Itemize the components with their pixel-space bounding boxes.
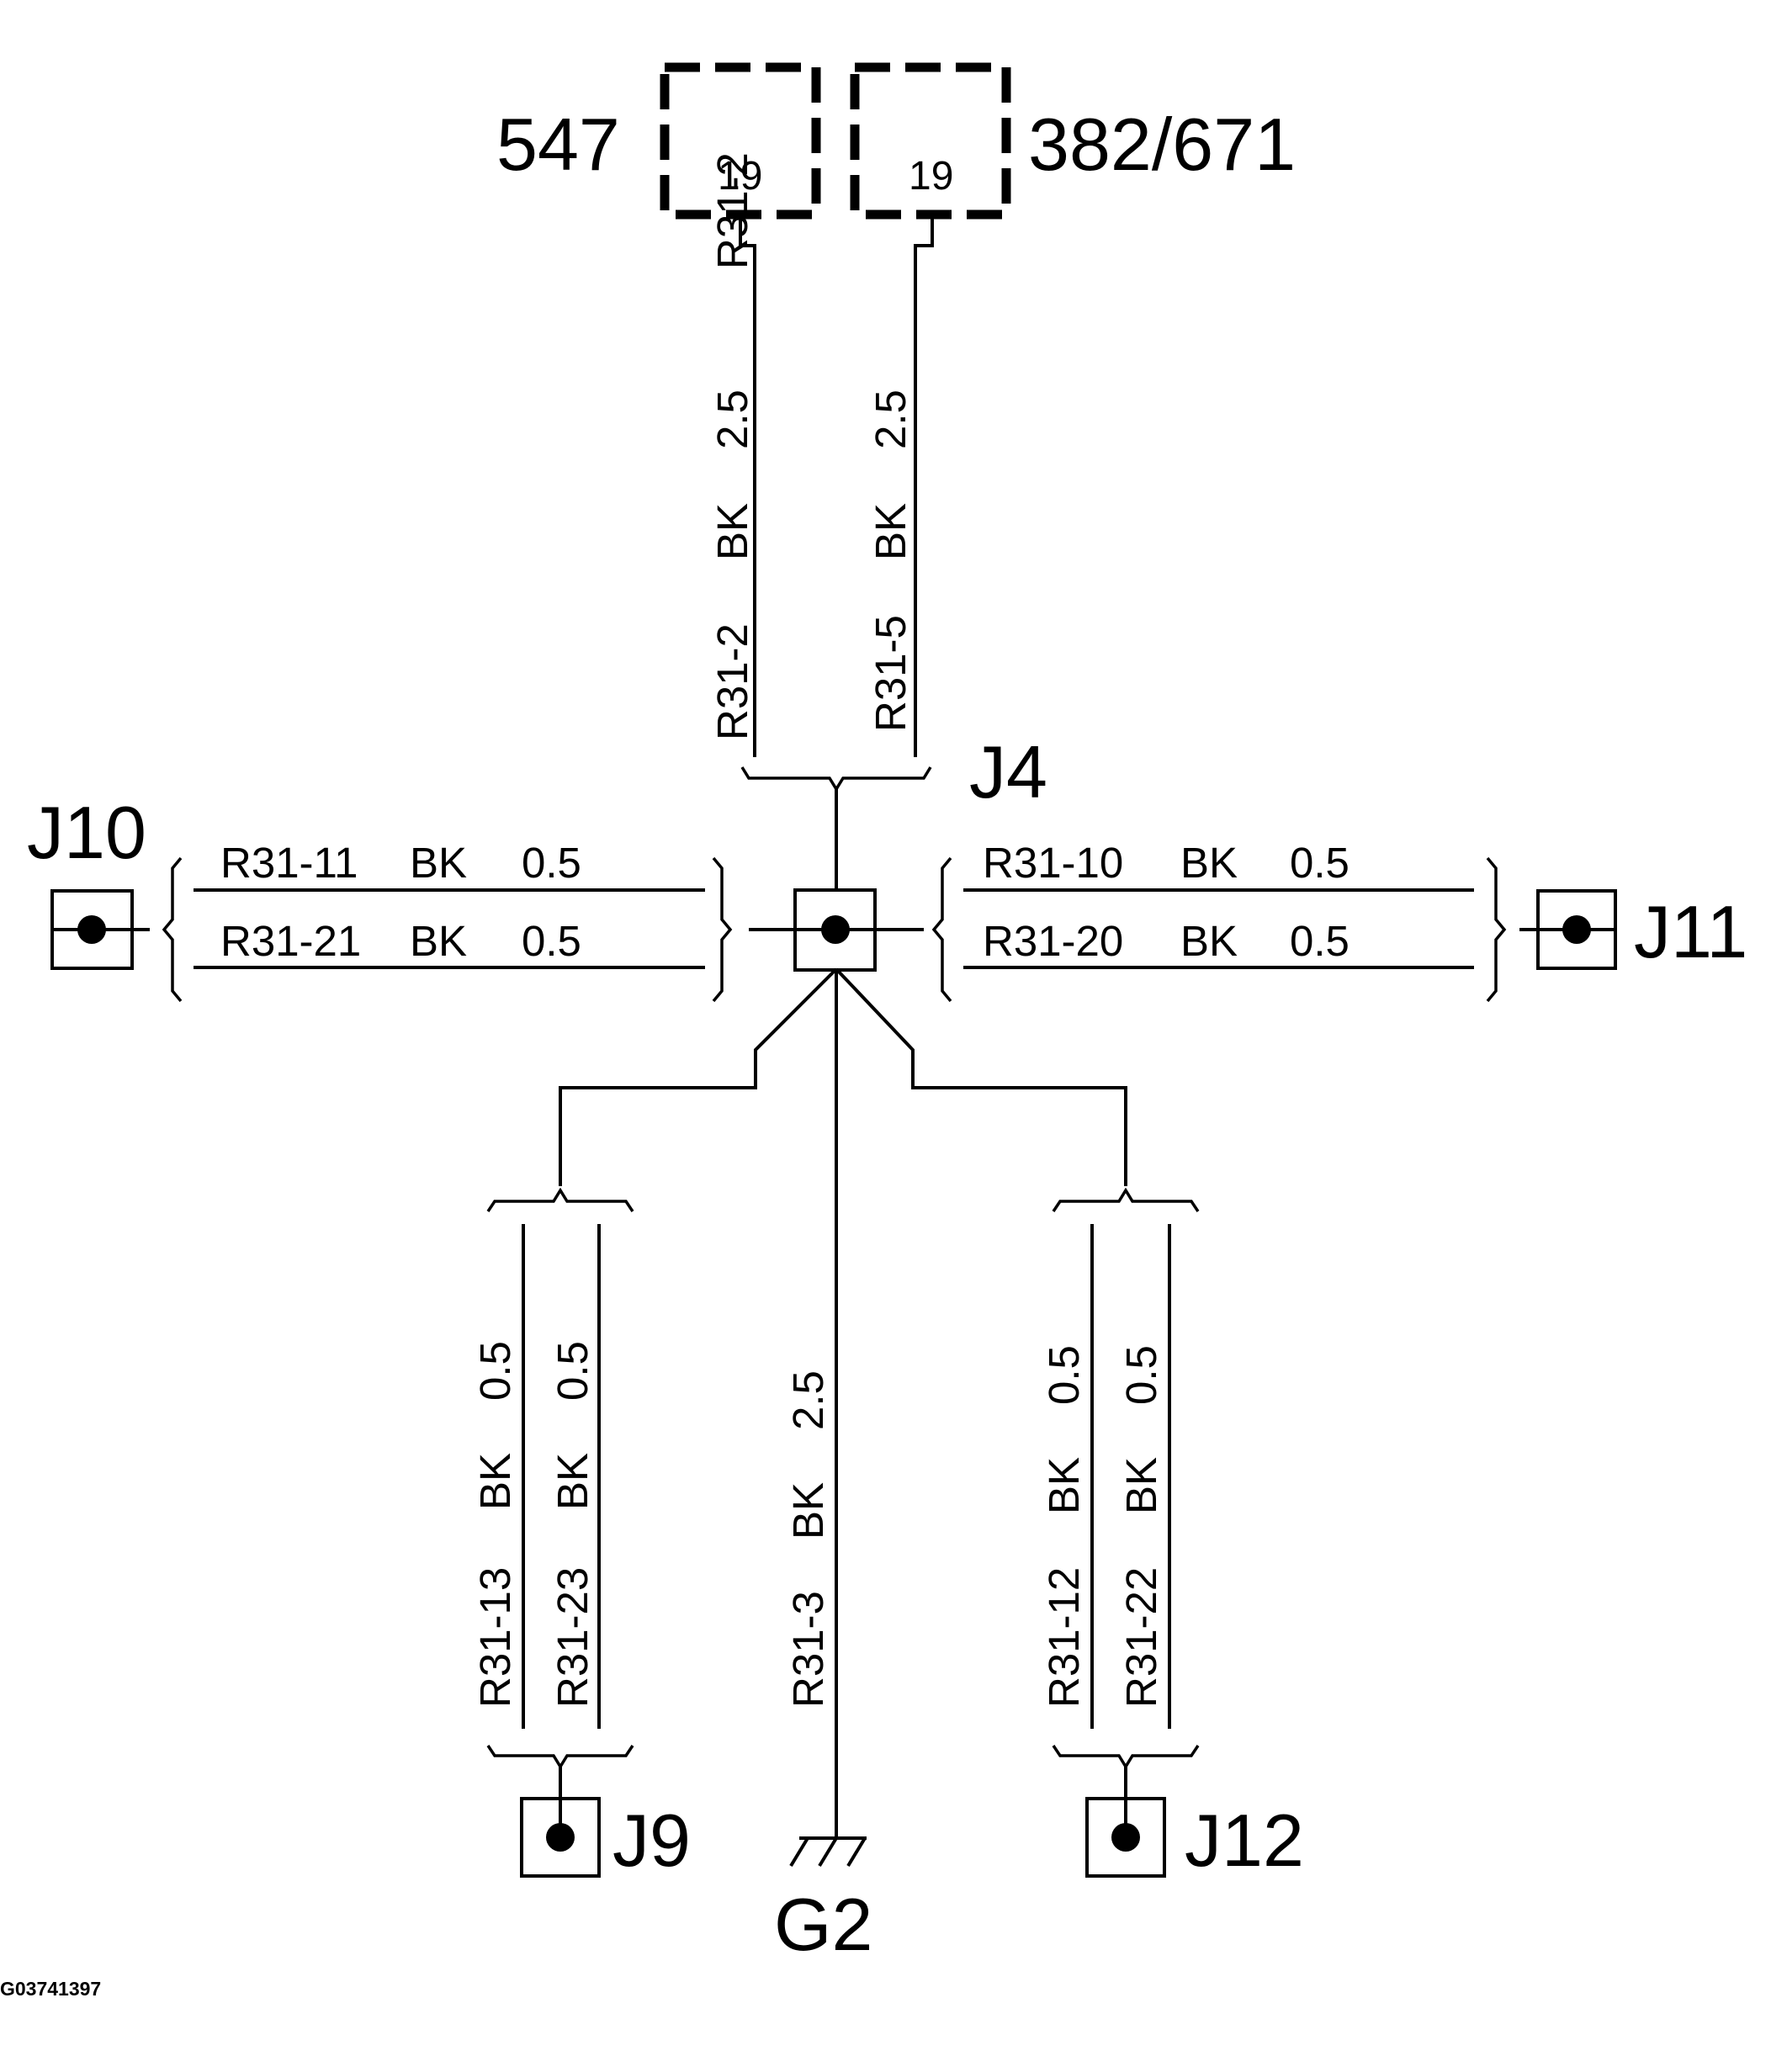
label-r31-12-color: BK: [1040, 1457, 1088, 1514]
splice-j12-dot: [1111, 1823, 1140, 1852]
splice-j10-dot: [77, 915, 106, 944]
svg-text:R31-10: R31-10: [983, 839, 1123, 887]
label-r31-3-circuit: R31-3: [784, 1591, 832, 1708]
svg-text:BK: BK: [410, 917, 467, 965]
splice-j11-label: J11: [1634, 890, 1747, 973]
label-r31-2-circuit: R31-2: [708, 623, 756, 740]
label-r31-12-size: 0.5: [1040, 1345, 1088, 1405]
svg-text:BK: BK: [1180, 839, 1238, 887]
brace-bl-top: [486, 1187, 634, 1212]
svg-text:R31-21: R31-21: [220, 917, 361, 965]
splice-j12-label: J12: [1185, 1799, 1304, 1882]
label-r31-5-size: 2.5: [867, 389, 915, 449]
label-r31-20: R31-20 BK 0.5: [983, 917, 1350, 965]
splice-j11-dot: [1562, 915, 1591, 944]
label-r31-22-color: BK: [1117, 1457, 1165, 1514]
splice-j12: [1085, 1797, 1166, 1878]
splice-j9-label: J9: [612, 1799, 691, 1882]
svg-text:0.5: 0.5: [522, 917, 581, 965]
ground-hatch-3: [846, 1836, 867, 1868]
branch-right: [835, 967, 1127, 1186]
component-547-pin: 19: [718, 154, 762, 199]
brace-left-outer: [162, 856, 183, 1003]
svg-text:R31-11: R31-11: [220, 839, 358, 887]
ground-g2-label: G2: [774, 1883, 872, 1966]
label-r31-13-size: 0.5: [471, 1341, 519, 1401]
label-r31-2-size: 2.5: [708, 389, 756, 449]
brace-br-bottom: [1052, 1745, 1200, 1770]
brace-right-inner: [931, 856, 952, 1003]
label-r31-12-circuit: R31-12: [1040, 1567, 1088, 1708]
label-r31-10: R31-10 BK 0.5: [983, 839, 1350, 887]
branch-left: [559, 967, 838, 1186]
figure-id: G03741397: [0, 1978, 101, 2000]
svg-text:0.5: 0.5: [522, 839, 581, 887]
brace-top: [740, 766, 932, 792]
label-r31-11: R31-11 BK 0.5: [220, 839, 581, 887]
component-382-671-label: 382/671: [1028, 103, 1296, 186]
label-r31-2: R31-2: [708, 152, 756, 269]
splice-j10: [50, 889, 150, 970]
label-r31-21: R31-21 BK 0.5: [220, 917, 581, 965]
label-r31-13-circuit: R31-13: [471, 1567, 519, 1708]
label-r31-2-color: BK: [708, 503, 756, 560]
label-r31-23-color: BK: [549, 1453, 597, 1510]
splice-j4: [749, 888, 924, 972]
ground-hatch-1: [789, 1836, 809, 1868]
splice-j10-label: J10: [27, 791, 146, 874]
brace-bl-bottom: [486, 1745, 634, 1770]
splice-j9-dot: [546, 1823, 575, 1852]
svg-text:R31-2: R31-2: [708, 152, 756, 269]
component-382-671: 382/671 19: [850, 62, 1296, 220]
svg-text:R31-20: R31-20: [983, 917, 1123, 965]
label-r31-13-color: BK: [471, 1453, 519, 1510]
brace-br-top: [1052, 1187, 1200, 1212]
splice-j4-label: J4: [969, 730, 1047, 813]
label-r31-5-color: BK: [867, 503, 915, 560]
label-r31-3-color: BK: [784, 1482, 832, 1539]
splice-j9: [520, 1797, 601, 1878]
label-r31-22-circuit: R31-22: [1117, 1567, 1165, 1708]
component-547: 547 19: [496, 62, 821, 220]
svg-text:BK: BK: [1180, 917, 1238, 965]
splice-j11: [1519, 889, 1617, 970]
label-r31-5-circuit: R31-5: [867, 615, 915, 732]
label-r31-22-size: 0.5: [1117, 1345, 1165, 1405]
svg-text:BK: BK: [410, 839, 467, 887]
component-382-671-pin: 19: [909, 154, 953, 199]
label-r31-23-circuit: R31-23: [549, 1567, 597, 1708]
ground-g2-symbol: [789, 1836, 867, 1868]
wire-r31-5: [914, 215, 934, 757]
svg-text:0.5: 0.5: [1290, 917, 1350, 965]
wire-r31-2: [739, 215, 756, 757]
component-547-label: 547: [496, 103, 620, 186]
ground-hatch-2: [818, 1836, 838, 1868]
splice-j4-dot: [821, 915, 850, 944]
brace-right-outer: [1486, 856, 1507, 1003]
label-r31-23-size: 0.5: [549, 1341, 597, 1401]
label-r31-3-size: 2.5: [784, 1370, 832, 1430]
svg-text:0.5: 0.5: [1290, 839, 1350, 887]
brace-left-inner: [712, 856, 733, 1003]
